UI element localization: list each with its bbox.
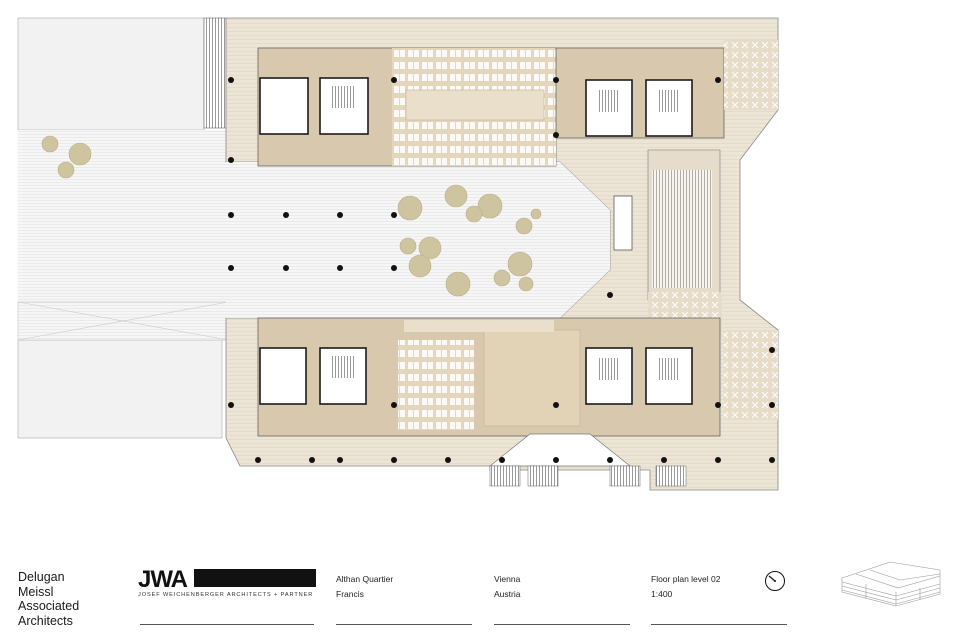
south-meeting-hall: [483, 329, 581, 427]
divider-line: [494, 624, 630, 625]
firm-name: Delugan Meissl Associated Architects: [18, 570, 128, 628]
partner-logo: JWA JOSEF WEICHENBERGER ARCHITECTS + PAR…: [138, 568, 316, 598]
floor-plan-drawing: [17, 17, 779, 491]
location-country: Austria: [494, 589, 521, 599]
adjacent-building-top: [17, 17, 205, 131]
escalator: [613, 195, 633, 251]
adjacent-building-bottom: [17, 339, 223, 439]
building-axonometric-icon: [841, 561, 941, 607]
drawing-info: Floor plan level 02 1:400: [651, 572, 720, 602]
title-block: Delugan Meissl Associated Architects JWA…: [0, 548, 960, 639]
divider-line: [140, 624, 314, 625]
drawing-scale: 1:400: [651, 589, 673, 599]
north-arrow-icon: [765, 571, 785, 591]
central-courtyard: [226, 162, 610, 318]
trees: [41, 135, 542, 297]
divider-line: [651, 624, 787, 625]
atrium-stepped-seating: [652, 170, 712, 288]
firm-name-line: Architects: [18, 613, 73, 628]
project-sub: Francis: [336, 589, 364, 599]
stair-block-top-left: [203, 17, 227, 129]
project-name: Althan Quartier: [336, 574, 394, 584]
north-lounge: [405, 89, 545, 121]
partner-logo-subtitle: JOSEF WEICHENBERGER ARCHITECTS + PARTNER: [138, 592, 314, 598]
location-city: Vienna: [494, 574, 521, 584]
north-east-wing: [555, 47, 725, 139]
divider-line: [336, 624, 472, 625]
south-entrance: [489, 433, 631, 467]
core-stairs: [332, 86, 680, 380]
drawing-title: Floor plan level 02: [651, 574, 721, 584]
south-open-office: [398, 340, 474, 430]
structural-columns: [228, 77, 775, 463]
partner-logo-mark: JWA: [138, 566, 188, 593]
project-info: Althan Quartier Francis: [336, 572, 393, 602]
firm-name-line: Delugan: [18, 570, 65, 584]
location-info: Vienna Austria: [494, 572, 520, 602]
firm-name-line: Meissl: [18, 584, 54, 599]
firm-name-line: Associated: [18, 599, 80, 613]
partner-logo-bar: [194, 569, 316, 587]
courtyard-ground: [18, 130, 228, 340]
entrance-stairs: [489, 465, 687, 487]
north-east-terrace: [724, 40, 778, 110]
south-lounge: [404, 320, 554, 332]
